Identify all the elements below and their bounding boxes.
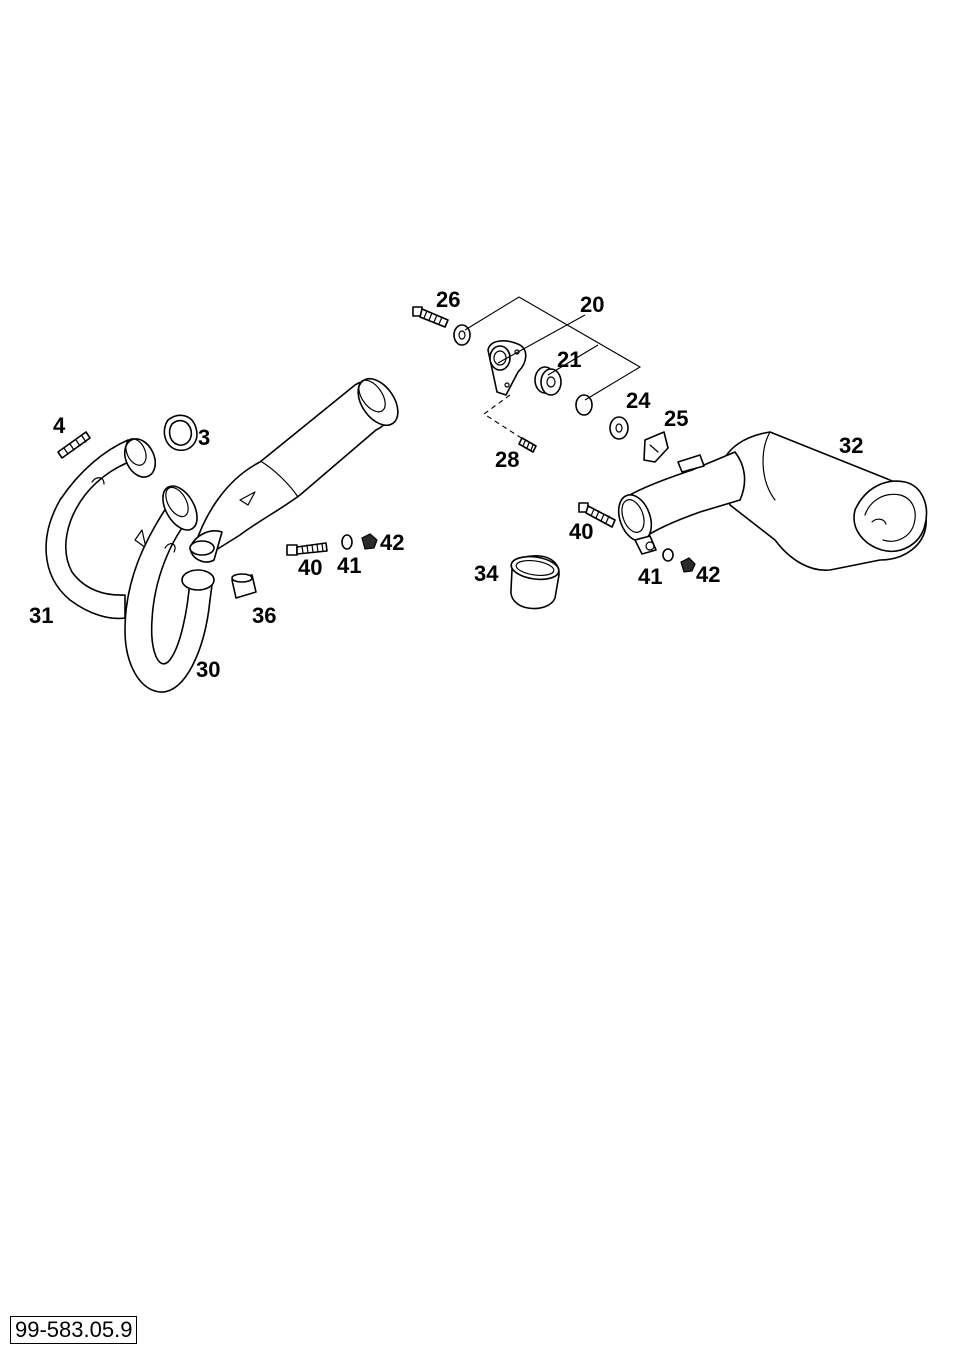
assembly-bracket-20 [464,296,642,401]
callout-42-left: 42 [380,530,404,555]
nut-42-right [680,557,696,573]
callout-26: 26 [436,287,460,312]
washer-41-right [662,548,674,562]
callout-40-right: 40 [569,519,593,544]
callout-34: 34 [474,561,499,586]
muffler-inlet-pipe [617,451,746,555]
callout-41-left: 41 [337,553,361,578]
callout-41-right: 41 [638,564,662,589]
callout-28: 28 [495,447,519,472]
sleeve-36 [231,573,257,599]
callout-25: 25 [664,406,688,431]
nut-42-left [361,533,378,550]
callout-40-left: 40 [298,555,322,580]
stud-4 [57,431,91,459]
clip-25 [643,431,669,463]
assembly-dashed-28 [483,394,527,442]
silencer-tube [189,378,399,563]
gasket-3 [163,414,198,452]
bolt-40-left [286,542,328,556]
callout-32: 32 [839,433,863,458]
callout-21: 21 [557,347,581,372]
callout-30: 30 [196,657,220,682]
washer-24 [609,416,629,440]
bolt-40-right [578,502,616,528]
screw-28 [518,437,537,453]
bracket-20 [487,340,527,396]
diagram-reference-number: 99-583.05.9 [10,1316,138,1344]
header-pipe-30 [124,485,215,693]
callout-4: 4 [53,413,66,438]
washer-21 [575,394,593,416]
bolt-26 [412,306,449,328]
assembly-bracket-21 [497,314,599,376]
sleeve-34 [510,555,560,610]
callout-3: 3 [198,425,210,450]
callout-31: 31 [29,603,53,628]
callout-42-right: 42 [696,562,720,587]
callout-36: 36 [252,603,276,628]
washer-41-left [341,534,353,550]
callout-24: 24 [626,388,651,413]
muffler-32 [719,431,928,571]
callout-20: 20 [580,292,604,317]
